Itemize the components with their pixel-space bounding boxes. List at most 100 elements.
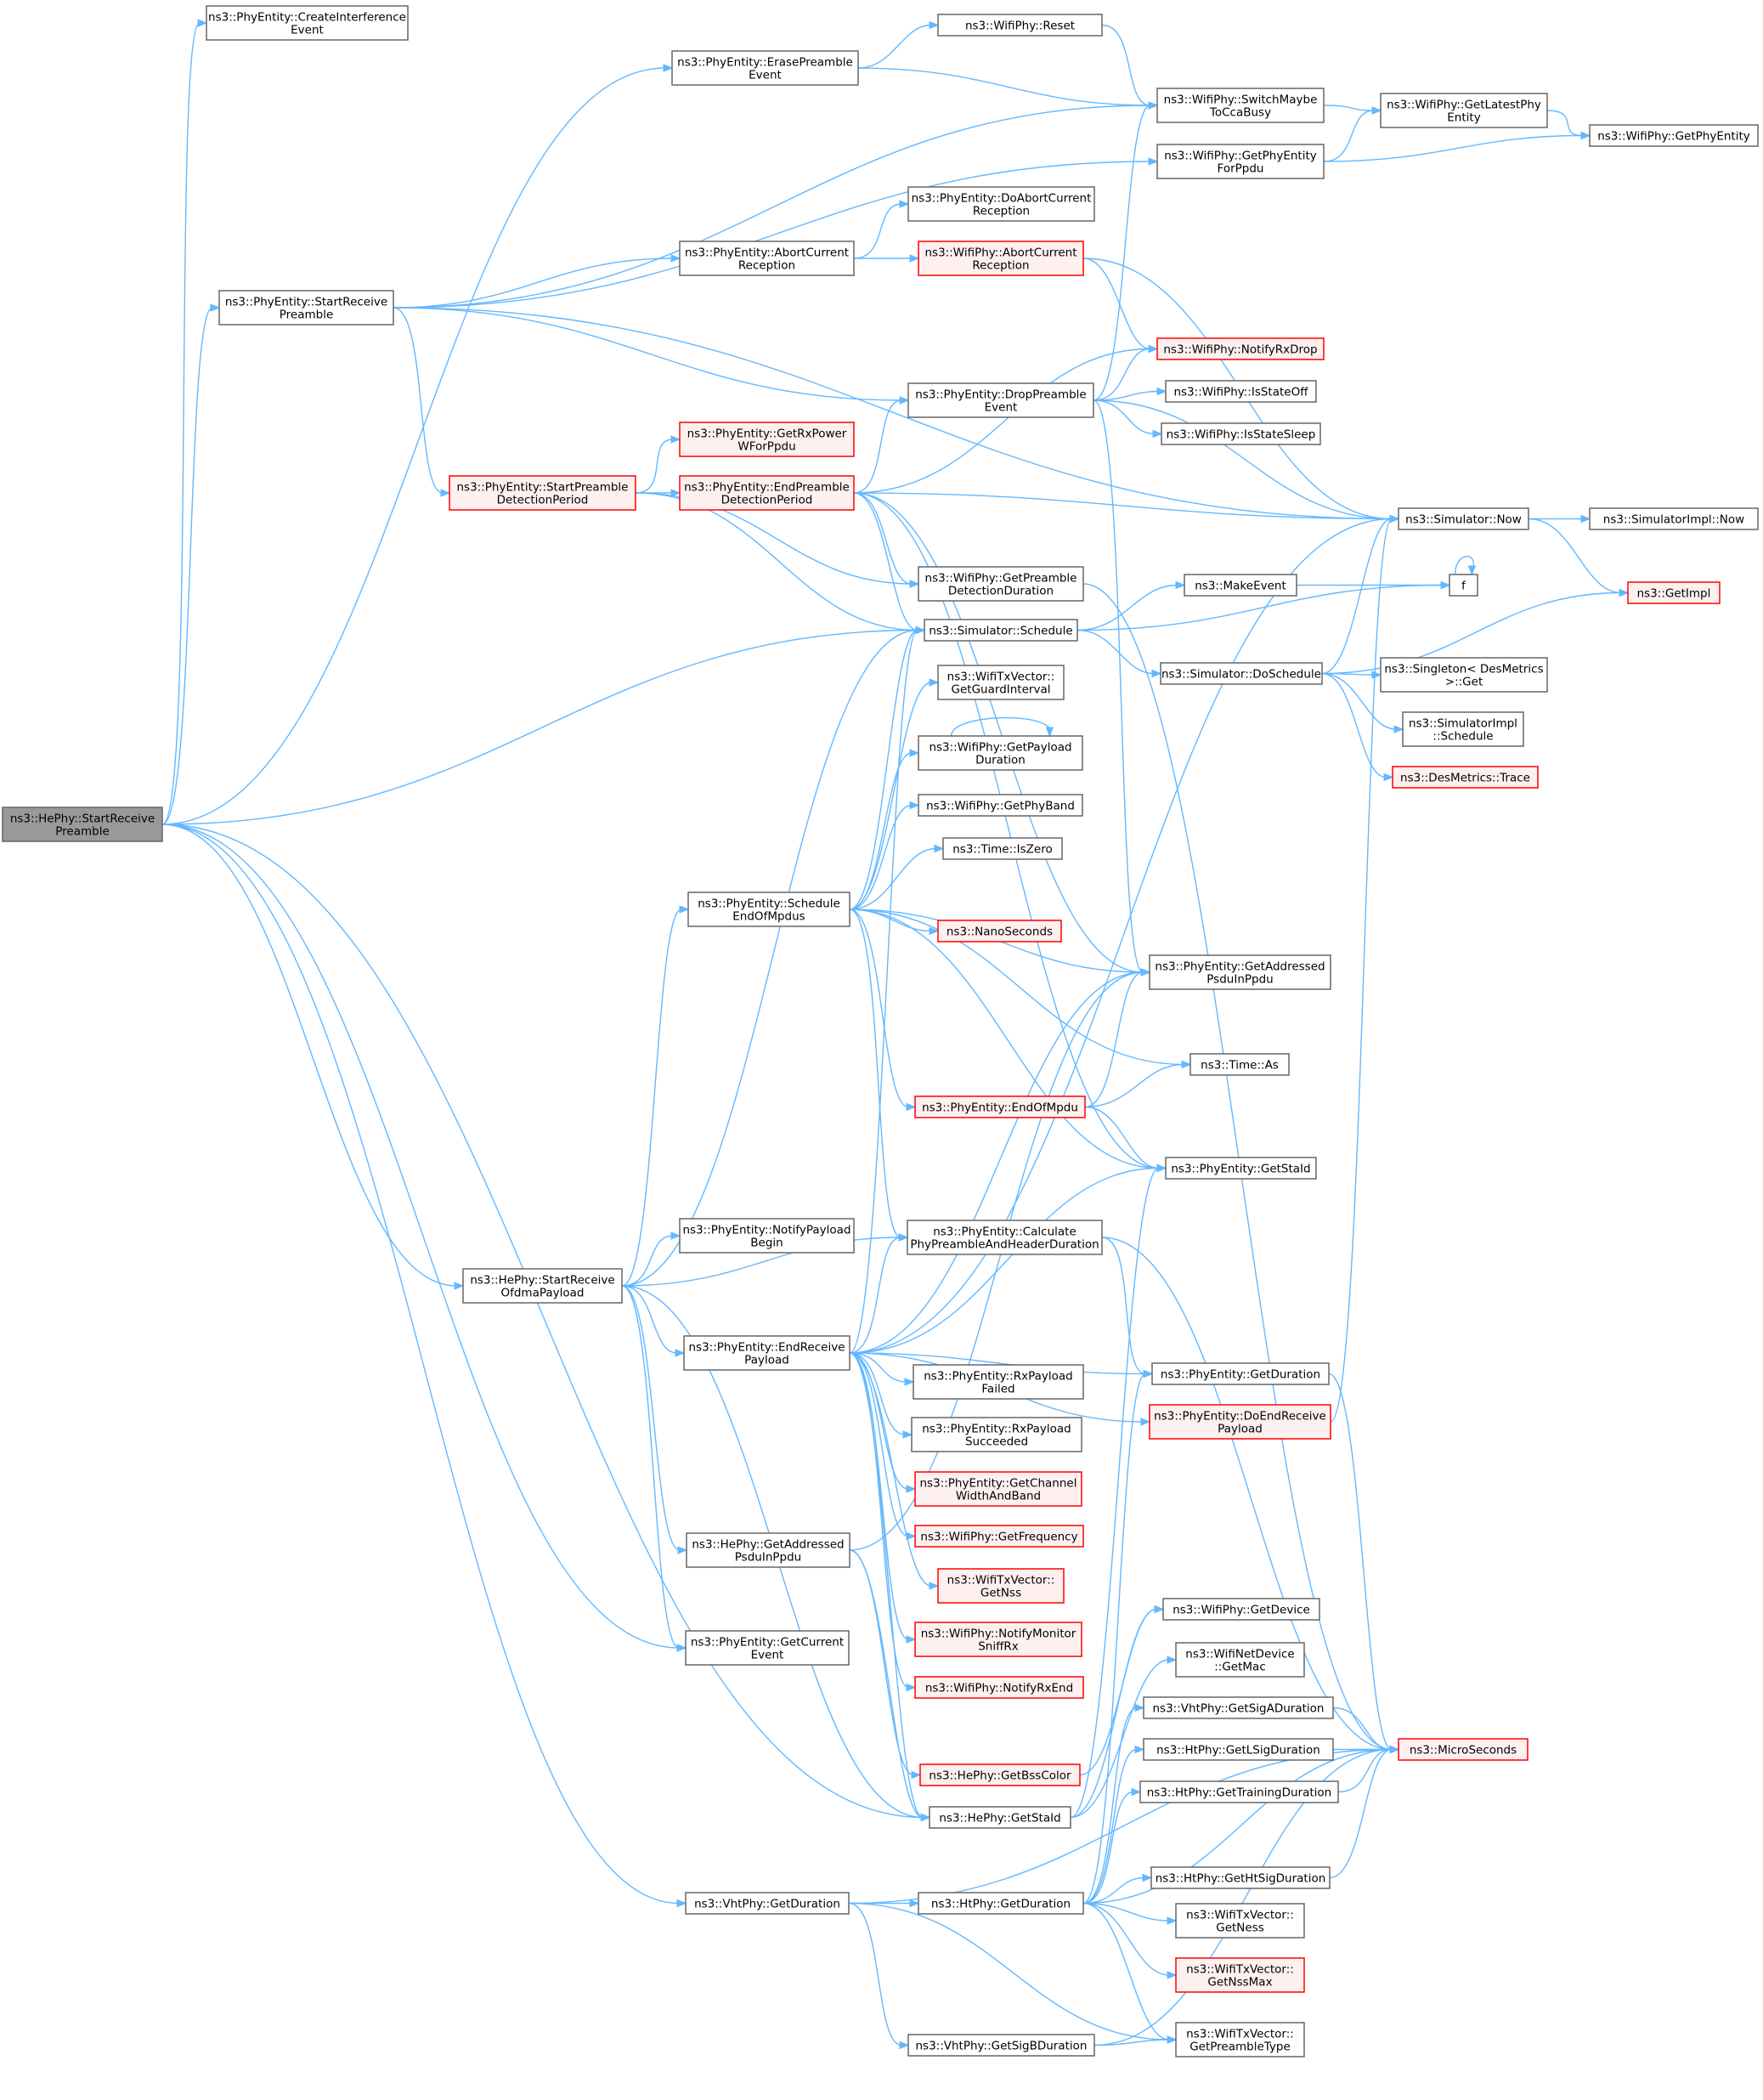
call-edge-line xyxy=(853,492,1144,973)
function-node[interactable]: ns3::HtPhy::GetTrainingDuration xyxy=(1139,1780,1339,1803)
call-edge xyxy=(1323,131,1591,162)
function-node-label: Event xyxy=(985,401,1018,415)
call-edge xyxy=(849,625,926,1354)
function-node[interactable]: ns3::MicroSeconds xyxy=(1398,1738,1528,1761)
function-node[interactable]: ns3::WifiPhy::NotifyRxDrop xyxy=(1156,337,1325,360)
function-node-box xyxy=(918,1892,1084,1915)
call-edge-line xyxy=(853,203,902,259)
function-node[interactable]: ns3::HtPhy::GetLSigDuration xyxy=(1143,1738,1334,1761)
function-node[interactable]: ns3::WifiTxVector::GetPreambleType xyxy=(1175,2022,1305,2058)
function-node[interactable]: ns3::MakeEvent xyxy=(1184,574,1297,597)
call-edge-arrowhead xyxy=(909,580,920,588)
function-node[interactable]: ns3::WifiTxVector::GetNss xyxy=(937,1568,1065,1604)
function-node[interactable]: ns3::Time::IsZero xyxy=(942,837,1063,860)
call-edge-line xyxy=(1321,592,1622,675)
function-node-box xyxy=(937,920,1062,942)
function-node-box xyxy=(1398,507,1529,530)
call-edge-arrowhead xyxy=(1134,1745,1145,1754)
function-node[interactable]: f xyxy=(1449,574,1478,597)
function-node-label: ns3::WifiPhy::Reset xyxy=(965,20,1075,33)
function-node[interactable]: ns3::Simulator::Now xyxy=(1398,507,1529,530)
function-node[interactable]: ns3::PhyEntity::CalculatePhyPreambleAndH… xyxy=(907,1220,1103,1255)
function-node-box xyxy=(1149,954,1331,990)
function-node-box xyxy=(686,1532,850,1568)
function-node[interactable]: ns3::WifiPhy::IsStateSleep xyxy=(1161,422,1321,445)
function-node[interactable]: ns3::Singleton< DesMetrics>::Get xyxy=(1380,657,1548,693)
call-edge xyxy=(393,157,1159,308)
call-edge-line xyxy=(849,1352,907,1383)
function-node[interactable]: ns3::HtPhy::GetHtSigDuration xyxy=(1150,1866,1331,1889)
function-node[interactable]: ns3::GetImpl xyxy=(1627,581,1721,604)
call-edge xyxy=(161,64,674,825)
function-node[interactable]: ns3::WifiTxVector::GetGuardInterval xyxy=(937,665,1065,700)
function-node[interactable]: ns3::NanoSeconds xyxy=(937,920,1062,942)
function-node-box xyxy=(918,735,1083,771)
function-node[interactable]: ns3::Time::As xyxy=(1189,1053,1290,1076)
function-node-label: ns3::WifiPhy::GetPreamble xyxy=(925,572,1077,586)
function-node-box xyxy=(942,837,1063,860)
function-node[interactable]: ns3::WifiPhy::GetDevice xyxy=(1162,1598,1320,1621)
call-edge xyxy=(1070,1163,1167,1819)
function-node[interactable]: ns3::WifiTxVector::GetNssMax xyxy=(1175,1957,1305,1993)
function-node[interactable]: ns3::Simulator::DoSchedule xyxy=(1160,662,1323,685)
function-node[interactable]: ns3::PhyEntity::StartPreambleDetectionPe… xyxy=(449,475,636,511)
function-node[interactable]: ns3::WifiPhy::GetFrequency xyxy=(914,1525,1084,1548)
function-node[interactable]: ns3::SimulatorImpl::Now xyxy=(1589,507,1759,530)
function-node[interactable]: ns3::WifiPhy::IsStateOff xyxy=(1165,380,1317,403)
call-edge-line xyxy=(849,804,913,910)
function-node[interactable]: ns3::VhtPhy::GetSigBDuration xyxy=(907,2034,1095,2057)
function-node[interactable]: ns3::DesMetrics::Trace xyxy=(1392,766,1539,789)
function-node[interactable]: ns3::WifiPhy::GetPreambleDetectionDurati… xyxy=(918,566,1084,602)
function-node-label: ns3::WifiPhy::GetPayload xyxy=(929,741,1071,755)
function-node[interactable]: ns3::SimulatorImpl::Schedule xyxy=(1402,711,1524,747)
function-node[interactable]: ns3::HePhy::GetBssColor xyxy=(919,1763,1081,1786)
function-node[interactable]: ns3::WifiPhy::NotifyRxEnd xyxy=(914,1676,1084,1699)
function-node[interactable]: ns3::PhyEntity::EndOfMpdu xyxy=(914,1095,1086,1118)
function-node[interactable]: ns3::Simulator::Schedule xyxy=(924,619,1078,642)
function-node[interactable]: ns3::WifiPhy::Reset xyxy=(937,14,1103,37)
call-edge-line xyxy=(621,908,682,1287)
function-node[interactable]: ns3::PhyEntity::GetDuration xyxy=(1151,1362,1330,1385)
function-node[interactable]: ns3::PhyEntity::GetStaId xyxy=(1165,1157,1317,1180)
call-edge-line xyxy=(621,629,918,1287)
function-node[interactable]: ns3::PhyEntity::EndPreambleDetectionPeri… xyxy=(679,475,855,511)
call-edge-line xyxy=(621,1237,901,1287)
function-node[interactable]: ns3::HePhy::GetStaId xyxy=(929,1806,1071,1829)
function-node-label: OfdmaPayload xyxy=(500,1287,584,1300)
function-node[interactable]: ns3::WifiNetDevice::GetMac xyxy=(1175,1642,1305,1678)
function-node[interactable]: ns3::HtPhy::GetDuration xyxy=(918,1892,1084,1915)
function-node-label: ns3::VhtPhy::GetDuration xyxy=(694,1898,840,1911)
function-node[interactable]: ns3::WifiTxVector::GetNess xyxy=(1175,1903,1305,1939)
call-edge xyxy=(1093,1745,1400,2046)
function-node[interactable]: ns3::VhtPhy::GetDuration xyxy=(685,1892,850,1915)
function-node-label: DetectionPeriod xyxy=(721,494,813,507)
function-node[interactable]: ns3::WifiPhy::GetPhyBand xyxy=(918,794,1083,817)
function-node[interactable]: ns3::VhtPhy::GetSigADuration xyxy=(1143,1696,1334,1719)
function-node[interactable]: ns3::WifiPhy::GetPhyEntity xyxy=(1589,124,1759,147)
